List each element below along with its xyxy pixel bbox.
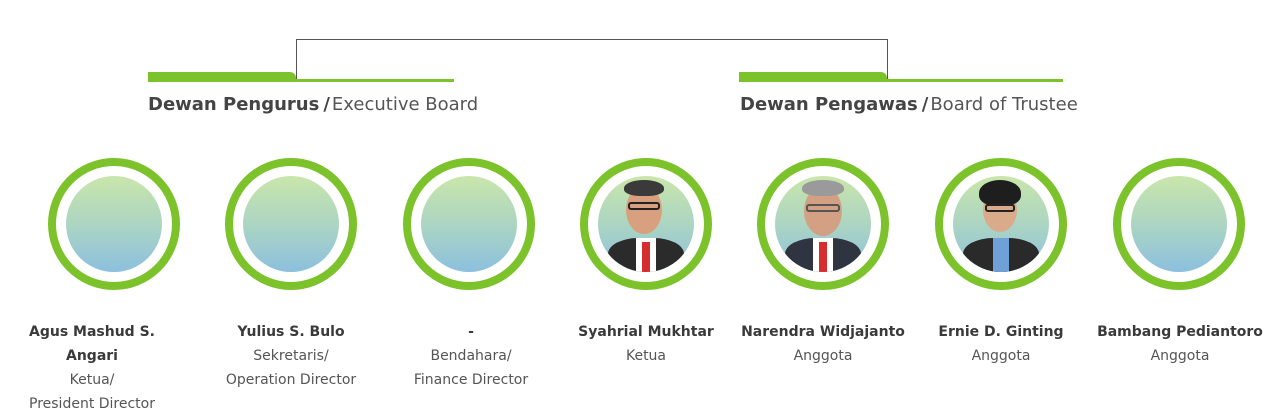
member-role-en: Operation Director [225,372,357,388]
member-role-en: President Director [29,396,155,412]
avatar-placeholder [243,176,339,272]
member-role: Ketua [625,348,667,364]
trustee-board-title: Dewan Pengawas [740,94,918,115]
executive-board-subtitle: Executive Board [331,94,479,115]
member-role: Ketua/ [69,372,115,388]
member-role: Sekretaris/ [253,348,329,364]
member-role: Anggota [793,348,853,364]
member-photo [953,176,1049,272]
avatar-ring [580,158,712,290]
member-name: - [468,324,474,340]
trustee-board-subtitle: Board of Trustee [930,94,1078,115]
avatar-ring [1113,158,1245,290]
avatar-ring [403,158,535,290]
executive-board-title: Dewan Pengurus [148,94,320,115]
org-connector [296,39,888,79]
avatar-placeholder [421,176,517,272]
avatar-placeholder [1131,176,1227,272]
member-role: Anggota [1150,348,1210,364]
executive-accent-bar [148,72,454,82]
member-photo [775,176,871,272]
member-photo [598,176,694,272]
member-name: Ernie D. Ginting [938,324,1064,340]
member-name: Yulius S. Bulo [237,324,345,340]
member-name: Syahrial Mukhtar [578,324,714,340]
member-role: Bendahara/ [430,348,512,364]
member-role-en: Finance Director [413,372,529,388]
trustee-accent-bar [739,72,1063,82]
executive-board-heading: Dewan Pengurus/Executive Board [148,94,479,115]
avatar-ring [935,158,1067,290]
member-name: Narendra Widjajanto [741,324,905,340]
member-role: Anggota [971,348,1031,364]
avatar-ring [757,158,889,290]
avatar-ring [225,158,357,290]
member-name: Agus Mashud S. Angari [29,324,155,364]
trustee-board-heading: Dewan Pengawas/Board of Trustee [740,94,1078,115]
avatar-ring [48,158,180,290]
member-name: Bambang Pediantoro [1097,324,1263,340]
avatar-placeholder [66,176,162,272]
